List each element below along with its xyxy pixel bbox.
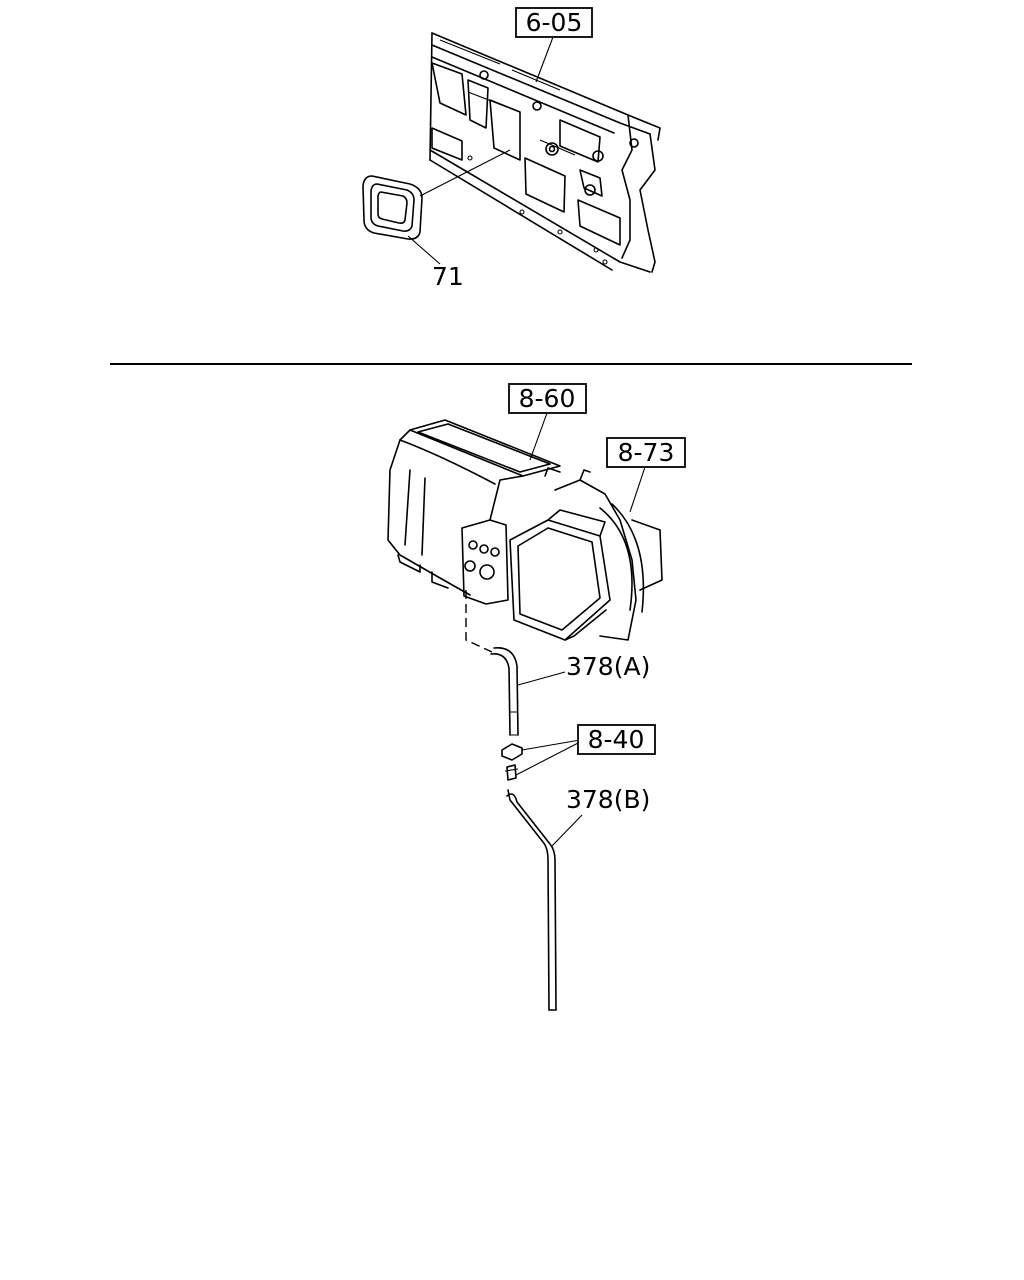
part-label-378a: 378(A) — [566, 652, 650, 681]
ref-box-8-40: 8-40 — [577, 724, 656, 755]
ref-label-8-60: 8-60 — [519, 384, 576, 413]
drain-hose-a — [490, 647, 519, 736]
hose-clip — [501, 743, 523, 781]
ref-box-6-05: 6-05 — [515, 7, 593, 38]
drain-hose-b — [506, 789, 557, 1011]
leader-line-grommet-to-panel — [419, 149, 511, 197]
leader-line-71 — [407, 235, 441, 265]
leader-line-378a — [517, 671, 566, 686]
ref-label-8-73: 8-73 — [618, 438, 675, 467]
dash-panel-drawing — [429, 32, 661, 273]
ref-label-6-05: 6-05 — [526, 8, 583, 37]
ref-box-8-73: 8-73 — [606, 437, 686, 468]
leader-line-6-05 — [535, 36, 554, 83]
grommet-seal — [362, 175, 423, 240]
leader-line-8-40-clip — [521, 739, 581, 751]
part-label-378b: 378(B) — [566, 785, 650, 814]
part-label-71: 71 — [432, 262, 464, 291]
leader-line-378b — [551, 814, 583, 847]
leader-line-8-60 — [529, 412, 548, 461]
ref-label-8-40: 8-40 — [588, 725, 645, 754]
ref-box-8-60: 8-60 — [508, 383, 587, 414]
drain-connection-dashed-line — [465, 590, 493, 653]
leader-line-8-40-nut — [515, 741, 581, 776]
leader-line-8-73 — [629, 466, 646, 513]
heater-unit-drawing — [387, 419, 663, 641]
